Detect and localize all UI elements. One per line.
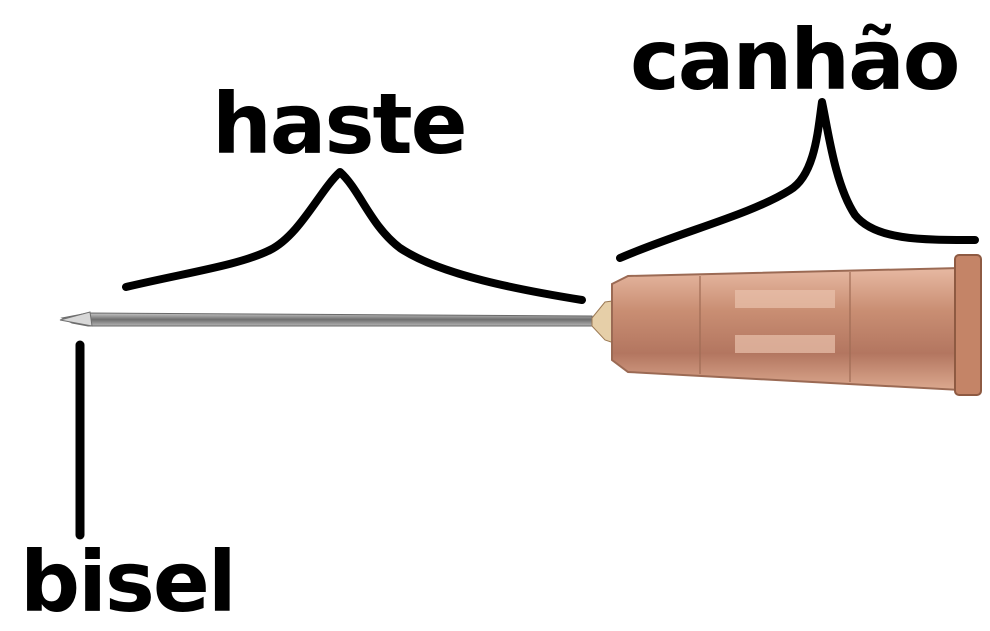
canhao-bracket [620,102,975,258]
label-haste: haste [212,82,466,166]
haste-bracket [126,172,582,300]
needle-hub [592,255,981,395]
label-canhao: canhão [630,18,958,102]
needle-shaft [62,313,592,326]
label-bisel: bisel [20,540,235,624]
